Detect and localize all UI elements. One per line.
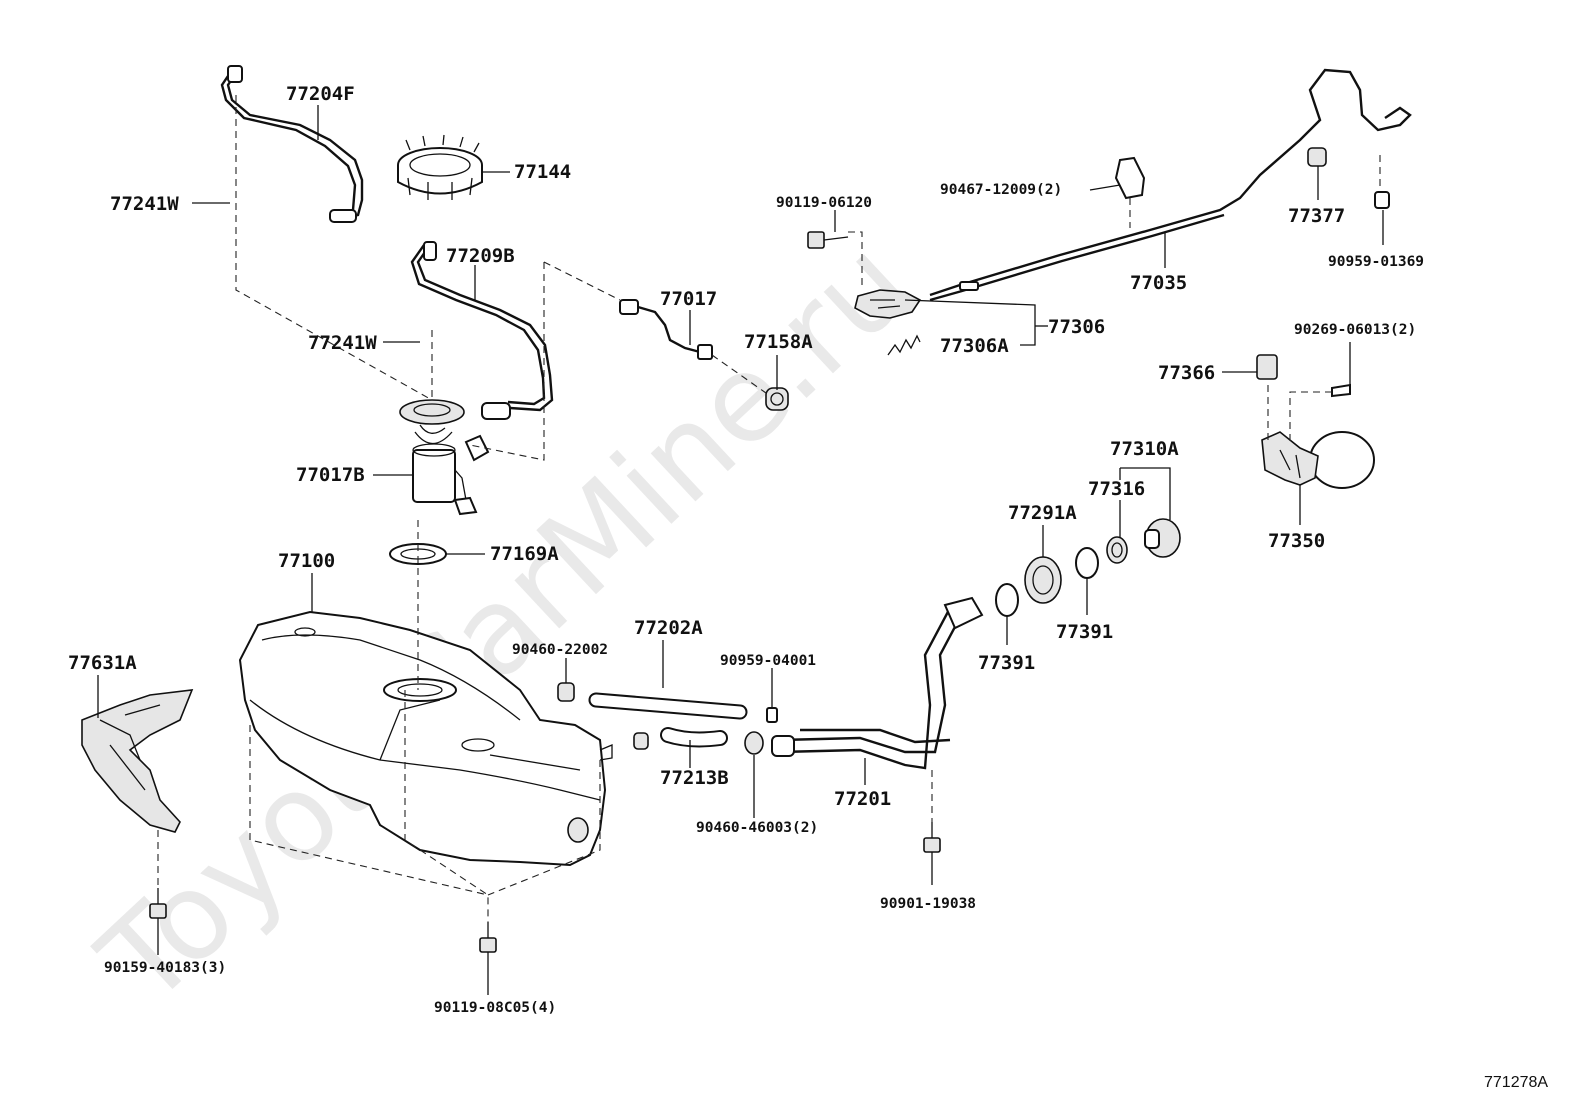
- part-77158A-grommet: [765, 387, 789, 411]
- label-77241W-upper: 77241W: [110, 193, 179, 215]
- label-90901-19038: 90901-19038: [880, 896, 976, 912]
- part-77391-gasket-a: [995, 583, 1019, 617]
- assembly-dashed-lines: [157, 95, 1381, 922]
- part-77291A-collar: [1024, 556, 1062, 604]
- label-77017B: 77017B: [296, 464, 365, 486]
- label-77377: 77377: [1288, 205, 1345, 227]
- label-77144: 77144: [514, 161, 571, 183]
- label-90959-01369: 90959-01369: [1328, 254, 1424, 270]
- label-77366: 77366: [1158, 362, 1215, 384]
- clamp-small-a: [633, 732, 649, 750]
- leader-lines: [97, 105, 1384, 995]
- part-77391-gasket-b: [1075, 547, 1099, 579]
- label-90460-46003: 90460-46003(2): [696, 820, 818, 836]
- label-77201: 77201: [834, 788, 891, 810]
- part-90959-04001-clip: [766, 707, 778, 723]
- label-77202A: 77202A: [634, 617, 703, 639]
- part-77306A-spring: [887, 334, 921, 356]
- part-labels: 77204F 77144 77241W 77209B 77017 77241W …: [68, 83, 1548, 1091]
- part-77310A-cap: [1144, 518, 1181, 558]
- label-90467-12009: 90467-12009(2): [940, 182, 1062, 198]
- label-77017: 77017: [660, 288, 717, 310]
- part-77366-bracket: [1256, 354, 1278, 380]
- label-77035: 77035: [1130, 272, 1187, 294]
- part-77035-cable: [929, 68, 1412, 302]
- part-90460-46003-clamp: [744, 731, 764, 755]
- part-77306-lever: [854, 289, 922, 319]
- part-77100-tank: [238, 610, 613, 867]
- part-77631A-protector: [81, 689, 194, 833]
- label-77391-left: 77391: [978, 652, 1035, 674]
- part-90901-19038-bolt: [923, 822, 941, 853]
- part-90119-08C05-bolt: [479, 922, 497, 953]
- part-77316-gasket: [1106, 536, 1128, 564]
- label-77169A: 77169A: [490, 543, 559, 565]
- part-90467-12009-clip: [1114, 156, 1146, 200]
- label-90959-04001: 90959-04001: [720, 653, 816, 669]
- part-77202A-hose: [588, 692, 748, 720]
- part-77017B-pump: [399, 399, 490, 516]
- label-77241W-lower: 77241W: [308, 332, 377, 354]
- label-90460-22002: 90460-22002: [512, 642, 608, 658]
- part-77213B-hose: [660, 727, 728, 748]
- label-77158A: 77158A: [744, 331, 813, 353]
- part-77144-ring: [397, 134, 483, 200]
- label-77204F: 77204F: [286, 83, 355, 105]
- part-77377-clamp: [1307, 147, 1327, 167]
- label-77213B: 77213B: [660, 767, 729, 789]
- part-77017-sender: [619, 299, 713, 360]
- figure-code: 771278A: [1484, 1074, 1548, 1091]
- label-77209B: 77209B: [446, 245, 515, 267]
- label-77306A: 77306A: [940, 335, 1009, 357]
- label-77316: 77316: [1088, 478, 1145, 500]
- label-77310A: 77310A: [1110, 438, 1179, 460]
- label-90269-06013: 90269-06013(2): [1294, 322, 1416, 338]
- part-90119-06120-bolt: [807, 231, 849, 249]
- part-90460-22002-clamp: [557, 682, 575, 702]
- part-77350-fuel-lid: [1261, 431, 1375, 489]
- part-77209B-wire: [410, 241, 554, 420]
- part-77204F-wire: [220, 65, 364, 223]
- label-77631A: 77631A: [68, 652, 137, 674]
- label-90119-08C05: 90119-08C05(4): [434, 1000, 556, 1016]
- part-90159-40183-bolt: [149, 888, 167, 919]
- part-77201-filler-pipe: [771, 596, 984, 770]
- part-90959-01369-clip: [1374, 191, 1390, 209]
- label-90159-40183: 90159-40183(3): [104, 960, 226, 976]
- label-77391-right: 77391: [1056, 621, 1113, 643]
- label-90119-06120: 90119-06120: [776, 195, 872, 211]
- label-77306: 77306: [1048, 316, 1105, 338]
- label-77100: 77100: [278, 550, 335, 572]
- part-90269-06013-screw: [1331, 383, 1351, 398]
- label-77291A: 77291A: [1008, 502, 1077, 524]
- label-77350: 77350: [1268, 530, 1325, 552]
